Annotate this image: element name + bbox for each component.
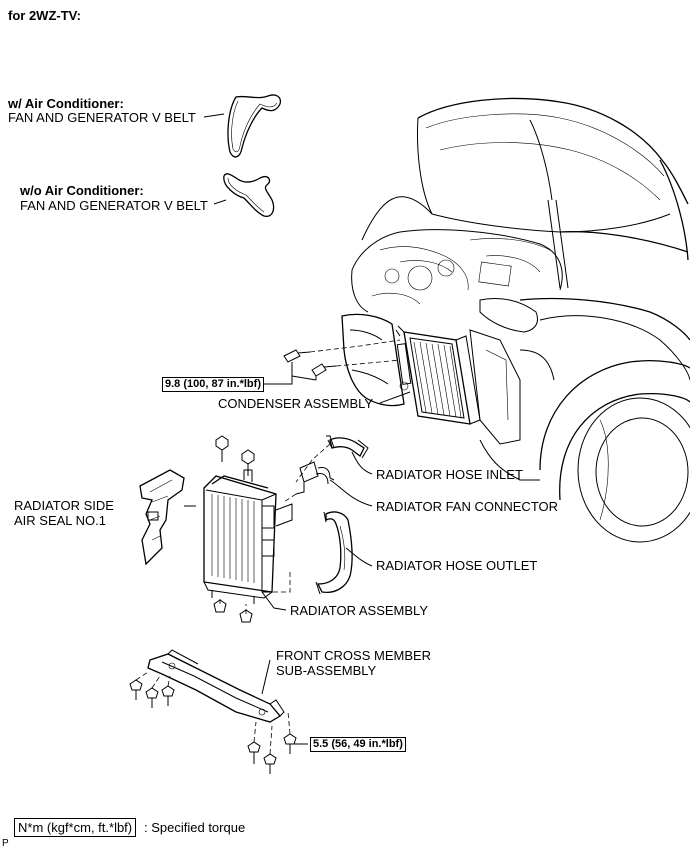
label-ac-belt-name: FAN AND GENERATOR V BELT [8, 110, 196, 125]
label-radiator-fan-connector: RADIATOR FAN CONNECTOR [376, 499, 559, 514]
radiator-side-air-seal-drawing [139, 469, 185, 566]
torque-box-condenser: 9.8 (100, 87 in.*lbf) [162, 377, 264, 392]
condenser-bolts [283, 339, 401, 380]
label-noac-belt-name: FAN AND GENERATOR V BELT [20, 198, 208, 213]
leader-lines [184, 113, 411, 745]
legend-meaning: : Specified torque [144, 820, 246, 835]
radiator-fan-connector-drawing [283, 461, 335, 503]
radiator-assembly-drawing [203, 435, 293, 623]
label-cross-member-line1: FRONT CROSS MEMBER [276, 648, 432, 663]
page-title: for 2WZ-TV: [8, 8, 81, 23]
label-ac-belt-condition: w/ Air Conditioner: [8, 96, 124, 111]
vehicle-front-illustration [341, 97, 690, 543]
label-cross-member-line2: SUB-ASSEMBLY [276, 663, 377, 678]
v-belt-with-ac [227, 94, 282, 158]
radiator-hose-outlet-drawing [315, 511, 353, 595]
label-side-air-seal-line1: RADIATOR SIDE [14, 498, 114, 513]
v-belt-without-ac [223, 173, 275, 217]
torque-box-cross-member: 5.5 (56, 49 in.*lbf) [310, 737, 406, 752]
footer-code: P [2, 838, 9, 849]
condenser-assembly-drawing [395, 325, 481, 425]
radiator-hose-inlet-drawing [295, 435, 369, 483]
front-cross-member-drawing [129, 649, 297, 774]
label-noac-belt-condition: w/o Air Conditioner: [20, 183, 144, 198]
label-condenser-assembly: CONDENSER ASSEMBLY [218, 396, 374, 411]
label-radiator-hose-outlet: RADIATOR HOSE OUTLET [376, 558, 538, 573]
label-radiator-hose-inlet: RADIATOR HOSE INLET [376, 467, 523, 482]
label-radiator-assembly: RADIATOR ASSEMBLY [290, 603, 428, 618]
legend-unit-box: N*m (kgf*cm, ft.*lbf) [14, 818, 137, 837]
label-side-air-seal-line2: AIR SEAL NO.1 [14, 513, 106, 528]
